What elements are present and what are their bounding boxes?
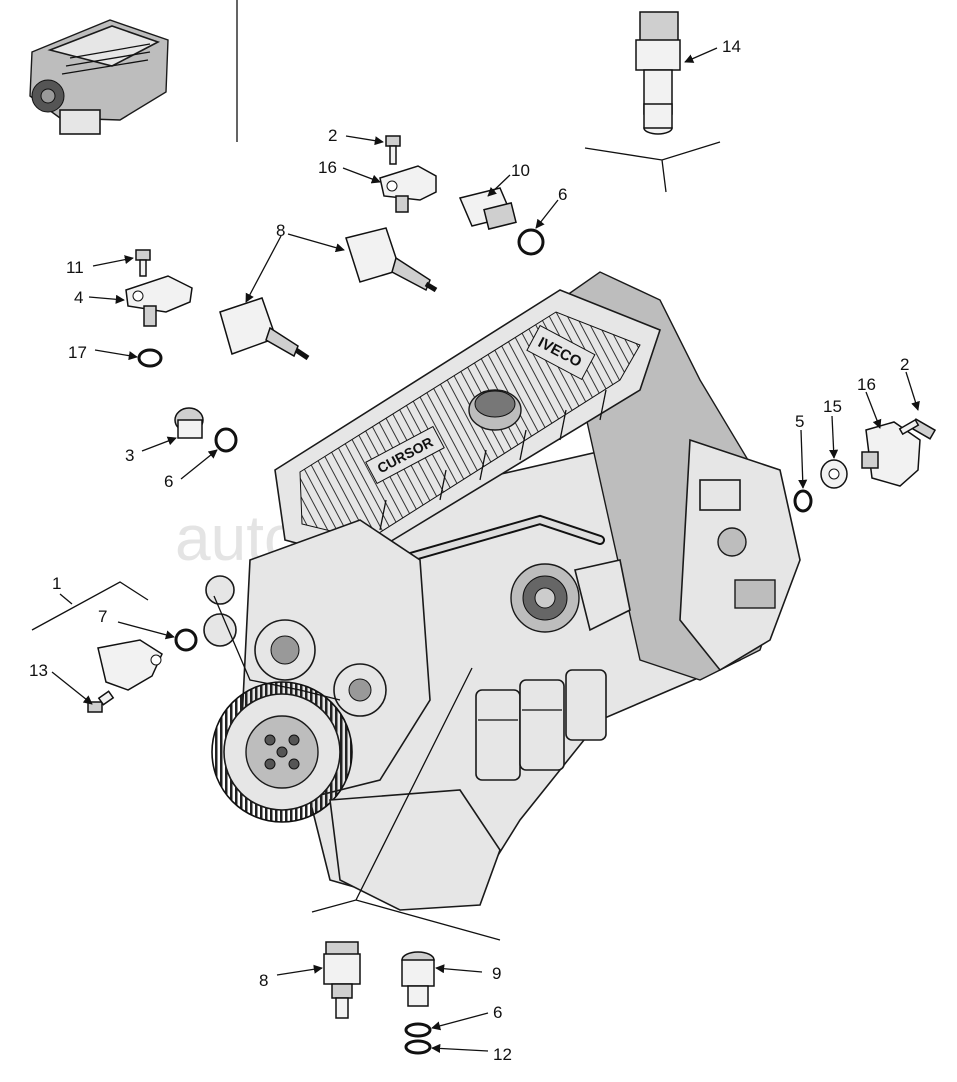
callout-8-lower: 8 [259, 971, 268, 990]
leader-8-lower [276, 964, 323, 976]
callout-4: 4 [74, 288, 83, 307]
part-8-sensor-lower [323, 941, 361, 1019]
callout-16-right: 16 [857, 375, 876, 394]
leader-6-left [180, 449, 218, 480]
leader-11 [92, 255, 134, 267]
leader-16-top [342, 167, 381, 184]
leader-13 [51, 671, 93, 705]
part-12-seal [404, 1039, 432, 1055]
part-11-bolt [135, 249, 151, 277]
callout-2-right: 2 [900, 355, 909, 374]
callout-8-upper: 8 [276, 221, 285, 240]
part-8-sensor-upper-a [345, 227, 438, 293]
leader-6-bottom [431, 1012, 489, 1031]
callout-17: 17 [68, 343, 87, 362]
part-2-bolt-right [898, 418, 937, 440]
leader-2-right [905, 371, 920, 411]
part-17-seal [137, 348, 163, 368]
bracket-14 [584, 141, 721, 193]
leader-7 [117, 621, 175, 640]
part-6-seal-top [517, 228, 545, 256]
callout-10: 10 [511, 161, 530, 180]
callout-11: 11 [66, 258, 84, 277]
callout-5: 5 [795, 412, 804, 431]
leader-5 [798, 429, 808, 489]
callout-15: 15 [823, 397, 842, 416]
callout-3: 3 [125, 446, 134, 465]
part-16-sensor-top [379, 165, 437, 213]
leader-9 [435, 964, 483, 974]
leader-17 [94, 349, 138, 361]
leader-6-top [535, 199, 559, 229]
engine-thumbnail [29, 19, 169, 135]
callout-16-top: 16 [318, 158, 337, 177]
callout-7: 7 [98, 607, 107, 626]
part-14-sensor [635, 11, 681, 135]
part-4-sensor [125, 275, 193, 327]
part-2-bolt-top [385, 135, 401, 165]
callout-2-top: 2 [328, 126, 337, 145]
callout-14: 14 [722, 37, 741, 56]
leader-8-upper-a [287, 233, 345, 253]
callout-6-left: 6 [164, 472, 173, 491]
leader-3 [141, 436, 177, 452]
part-6-seal-left [214, 427, 238, 453]
engine-main-illustration: IVECO CURSOR [203, 271, 801, 911]
callout-1: 1 [52, 574, 61, 593]
leader-14 [684, 47, 718, 63]
part-15-gasket [820, 459, 848, 489]
part-7-seal [174, 628, 198, 652]
leader-12 [431, 1043, 489, 1053]
part-3-plug [174, 407, 204, 439]
leader-1 [59, 593, 73, 605]
callout-6-top: 6 [558, 185, 567, 204]
part-16-sensor-right [861, 421, 921, 487]
callout-6-bottom: 6 [493, 1003, 502, 1022]
bracket-lower [311, 667, 501, 941]
callout-9: 9 [492, 964, 501, 983]
part-6-seal-bottom [404, 1022, 432, 1038]
leader-8-upper-b [245, 235, 282, 303]
callout-12: 12 [493, 1045, 512, 1064]
callout-13: 13 [29, 661, 48, 680]
leader-4 [88, 294, 125, 304]
part-13-bolt [87, 690, 115, 713]
leader-10 [487, 174, 511, 197]
leader-15 [829, 415, 839, 459]
leader-2-top [345, 135, 384, 146]
bracket-1 [31, 581, 149, 631]
part-10-sensor [458, 187, 517, 230]
part-9-plug [401, 951, 435, 1007]
part-7-sensor [97, 639, 163, 691]
leader-16-right [865, 391, 882, 429]
part-8-sensor-upper-b [219, 297, 310, 361]
part-5-seal [793, 489, 813, 513]
